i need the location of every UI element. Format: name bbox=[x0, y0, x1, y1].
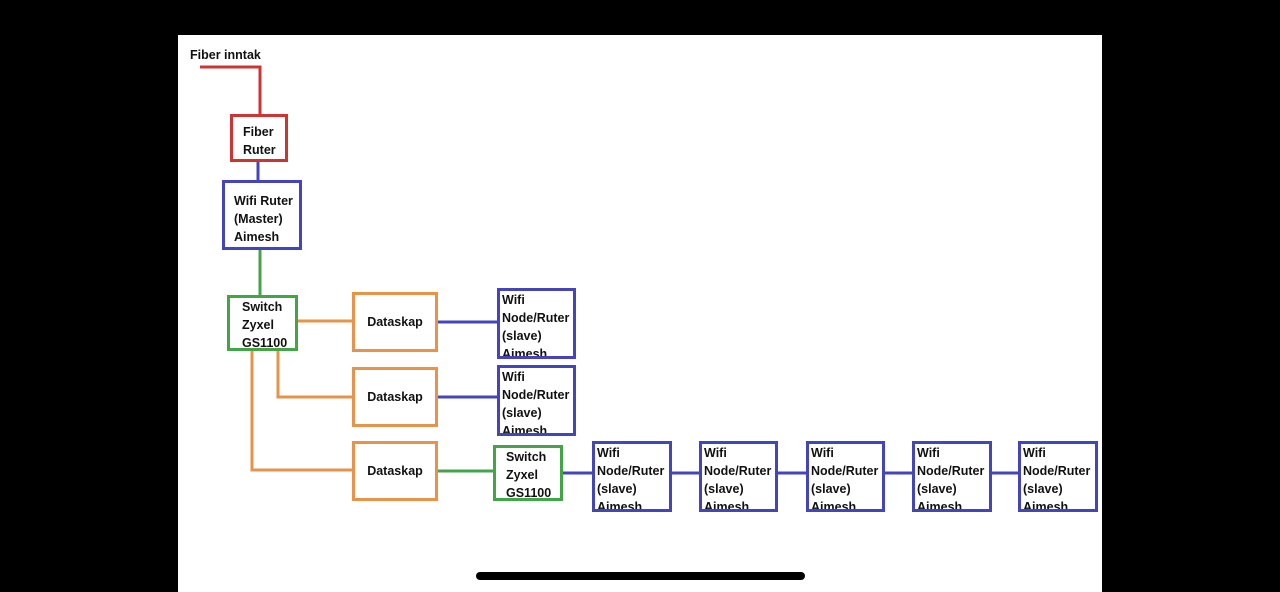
slave-node-label-line: Aimesh bbox=[704, 500, 750, 512]
slave-node-label-line: Node/Ruter bbox=[917, 464, 985, 478]
slave-node-label-line: Aimesh bbox=[917, 500, 963, 512]
dataskap-wire bbox=[250, 351, 352, 472]
slave-node-label-line: Wifi bbox=[597, 446, 620, 460]
dataskap-wire bbox=[276, 351, 352, 399]
master-router-label-line: (Master) bbox=[234, 212, 283, 226]
slave-node-label-line: Wifi bbox=[502, 370, 525, 384]
slave-node-label-line: (slave) bbox=[502, 406, 542, 420]
fiber-router-label-line: Fiber bbox=[243, 125, 274, 139]
fiber-wire bbox=[200, 65, 262, 114]
slave-node-label-line: Aimesh bbox=[502, 347, 548, 359]
fiber-router-label-line: Ruter bbox=[243, 143, 276, 157]
slave-node-label-line: Node/Ruter bbox=[502, 388, 570, 402]
slave-node-label-line: Node/Ruter bbox=[704, 464, 772, 478]
switch-main-box: Switch Zyxel GS1100 bbox=[227, 295, 298, 351]
slave-node-label-line: (slave) bbox=[917, 482, 957, 496]
switch-second-label-line: GS1100 bbox=[506, 486, 552, 500]
slave-node-label-line: Aimesh bbox=[502, 424, 548, 436]
slave-node-label-line: Wifi bbox=[1023, 446, 1046, 460]
slave-node-label-line: (slave) bbox=[597, 482, 637, 496]
slave-node-label-line: Node/Ruter bbox=[502, 311, 570, 325]
dataskap-box: Dataskap bbox=[352, 367, 438, 427]
slave-node-label-line: Wifi bbox=[502, 293, 525, 307]
switch-main-label-line: Switch bbox=[242, 300, 283, 314]
master-router-label-line: Aimesh bbox=[234, 230, 280, 244]
dataskap-box: Dataskap bbox=[352, 292, 438, 352]
slave-node-label-line: (slave) bbox=[1023, 482, 1063, 496]
switch-second-label-line: Switch bbox=[506, 450, 547, 464]
dataskap-label: Dataskap bbox=[367, 464, 423, 478]
slave-node-label-line: (slave) bbox=[704, 482, 744, 496]
slave-node-box: Wifi Node/Ruter (slave) Aimesh bbox=[592, 441, 672, 512]
master-router-box: Wifi Ruter (Master) Aimesh bbox=[222, 180, 302, 250]
home-indicator-bar[interactable] bbox=[476, 572, 805, 580]
slave-node-label-line: Node/Ruter bbox=[811, 464, 879, 478]
slave-node-box: Wifi Node/Ruter (slave) Aimesh bbox=[806, 441, 885, 512]
slave-node-box: Wifi Node/Ruter (slave) Aimesh bbox=[912, 441, 992, 512]
slave-node-label-line: Wifi bbox=[811, 446, 834, 460]
switch-second-label-line: Zyxel bbox=[506, 468, 538, 482]
slave-node-label-line: Aimesh bbox=[1023, 500, 1069, 512]
master-router-label-line: Wifi Ruter bbox=[234, 194, 293, 208]
fiber-inntak-label: Fiber inntak bbox=[190, 48, 261, 62]
dataskap-box: Dataskap bbox=[352, 441, 438, 501]
switch-main-label-line: Zyxel bbox=[242, 318, 274, 332]
slave-node-label-line: Wifi bbox=[917, 446, 940, 460]
slave-node-box: Wifi Node/Ruter (slave) Aimesh bbox=[497, 288, 576, 359]
slave-node-label-line: Aimesh bbox=[597, 500, 643, 512]
dataskap-label: Dataskap bbox=[367, 390, 423, 404]
slave-node-box: Wifi Node/Ruter (slave) Aimesh bbox=[1018, 441, 1098, 512]
switch-main-label-line: GS1100 bbox=[242, 336, 288, 350]
slave-node-label-line: Node/Ruter bbox=[597, 464, 665, 478]
slave-node-label-line: (slave) bbox=[502, 329, 542, 343]
slave-node-box: Wifi Node/Ruter (slave) Aimesh bbox=[699, 441, 778, 512]
slave-node-label-line: Node/Ruter bbox=[1023, 464, 1091, 478]
slave-node-label-line: Wifi bbox=[704, 446, 727, 460]
slave-node-label-line: (slave) bbox=[811, 482, 851, 496]
switch-second-box: Switch Zyxel GS1100 bbox=[493, 445, 563, 501]
dataskap-label: Dataskap bbox=[367, 315, 423, 329]
slave-node-label-line: Aimesh bbox=[811, 500, 857, 512]
slave-node-box: Wifi Node/Ruter (slave) Aimesh bbox=[497, 365, 576, 436]
fiber-router-box: Fiber Ruter bbox=[230, 114, 288, 162]
